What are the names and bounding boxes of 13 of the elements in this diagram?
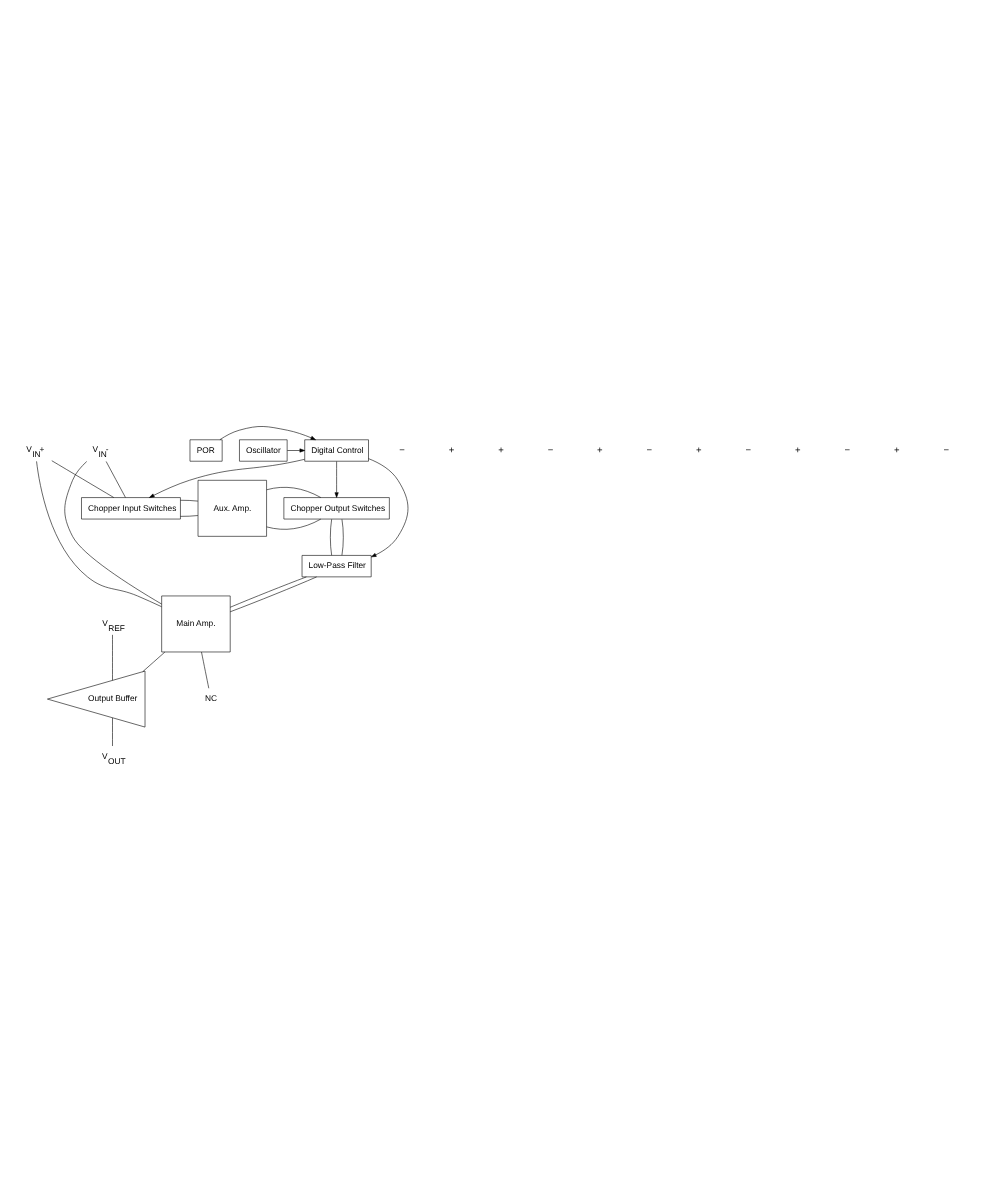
arrow [334, 460, 339, 497]
connector [105, 460, 126, 497]
arrow [219, 425, 316, 440]
connector [201, 650, 210, 688]
connector [64, 460, 162, 604]
arrow [149, 458, 305, 497]
arrow [287, 447, 305, 452]
connector [51, 459, 115, 497]
arrow [368, 457, 409, 557]
connector [180, 514, 199, 516]
connector [142, 650, 166, 671]
connector [180, 498, 199, 501]
connector [266, 486, 322, 497]
